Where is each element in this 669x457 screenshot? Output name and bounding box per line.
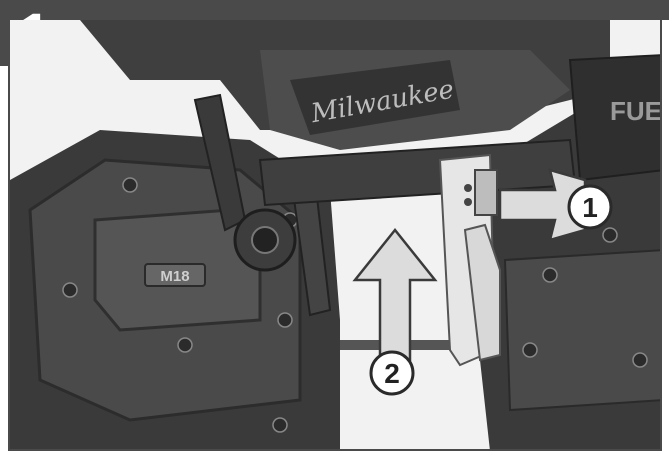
bandsaw-illustration: Milwaukee M18	[10, 20, 662, 449]
header-bar	[0, 0, 669, 20]
model-badge: M18	[144, 263, 206, 287]
callout-2-label: 2	[384, 358, 400, 389]
callout-2: 2	[369, 350, 415, 396]
fuel-battery: FUE	[568, 54, 662, 182]
tension-knob	[193, 93, 297, 272]
fuel-text: FUE	[610, 96, 662, 126]
illustration-panel: Milwaukee M18	[8, 20, 662, 451]
housing-screws	[62, 177, 298, 433]
arrow-direction-1	[498, 168, 587, 242]
saw-blade	[340, 340, 500, 350]
model-badge-text: M18	[160, 268, 189, 285]
callout-1-label: 1	[582, 192, 598, 223]
blade-guide-bracket	[438, 153, 501, 367]
callout-1: 1	[567, 184, 613, 230]
